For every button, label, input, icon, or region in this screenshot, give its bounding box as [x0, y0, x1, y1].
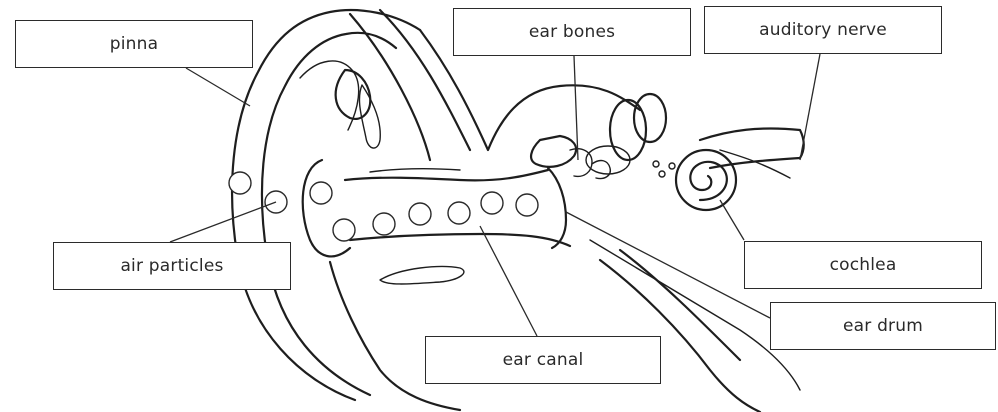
ossicle-malleus [531, 136, 576, 167]
semicircular-canal-1 [610, 100, 646, 160]
concha [303, 160, 350, 256]
ear-drum-shape [548, 168, 566, 248]
semicircular-canal-2 [634, 94, 666, 142]
air-particle [448, 202, 470, 224]
nerve-dot-1 [669, 163, 675, 169]
air-particles-leader-line [170, 202, 276, 242]
air-particle [373, 213, 395, 235]
air-particle [310, 182, 332, 204]
air-particle [409, 203, 431, 225]
cochlea-leader-line [720, 200, 744, 240]
ear-canal-leader-line [480, 226, 537, 336]
ear-canal-bottom-wall [350, 234, 570, 246]
nerve-dot-3 [653, 161, 659, 167]
air-particle [481, 192, 503, 214]
canal-lower-shape [380, 267, 464, 285]
pinna-leader-line [186, 68, 250, 106]
label-auditory-nerve: auditory nerve [704, 6, 942, 54]
air-particle [333, 219, 355, 241]
pinna-outline [232, 10, 420, 400]
tragus [336, 70, 371, 119]
auditory-nerve-leader-line [800, 54, 820, 160]
ear-drum-leader-line [566, 212, 770, 318]
label-air-particles: air particles [53, 242, 291, 290]
label-pinna: pinna [15, 20, 253, 68]
label-ear-bones: ear bones [453, 8, 691, 56]
air-particle [516, 194, 538, 216]
label-ear-canal: ear canal [425, 336, 661, 384]
label-ear-drum: ear drum [770, 302, 996, 350]
cochlea-spiral [690, 162, 727, 200]
canal-skin-line [370, 169, 460, 172]
pinna-inner-rim [262, 33, 396, 395]
air-particle [229, 172, 251, 194]
nerve-dot-2 [659, 171, 665, 177]
ossicle-stapes [592, 161, 610, 179]
label-cochlea: cochlea [744, 241, 982, 289]
